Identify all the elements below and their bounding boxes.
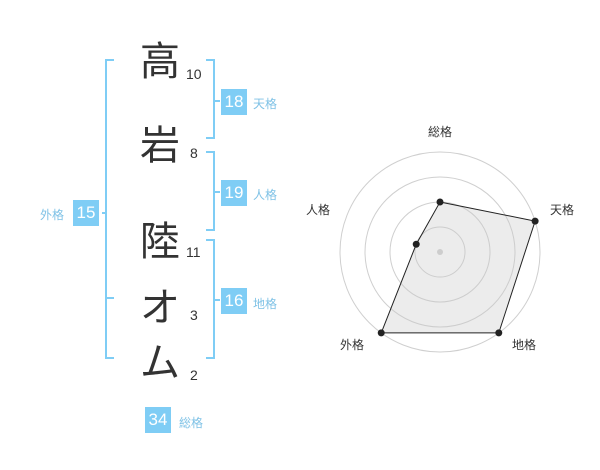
radar-grid-ring-1 bbox=[414, 226, 466, 278]
radar-point-0 bbox=[436, 198, 444, 206]
name-char-3-strokes: 11 bbox=[186, 244, 201, 260]
radar-point-2 bbox=[495, 329, 503, 337]
gaikaku-value-badge: 15 bbox=[73, 200, 99, 226]
radar-point-4 bbox=[412, 240, 420, 248]
chikaku-value-badge: 16 bbox=[221, 288, 247, 314]
radar-axis-label-chikaku: 地格 bbox=[511, 338, 536, 352]
name-char-4: オ bbox=[140, 285, 180, 331]
tenkaku-label: 天格 bbox=[253, 97, 278, 111]
radar-grid-ring-3 bbox=[364, 176, 516, 328]
radar-axis-label-gaikaku: 外格 bbox=[339, 338, 364, 352]
jinkaku-value-badge: 19 bbox=[221, 180, 247, 206]
gaikaku-label: 外格 bbox=[40, 208, 65, 222]
radar-point-1 bbox=[531, 217, 539, 225]
soukaku-label: 総格 bbox=[179, 416, 204, 430]
name-char-4-strokes: 3 bbox=[190, 307, 198, 323]
radar-value-polygon bbox=[380, 201, 536, 334]
radar-grid-ring-4 bbox=[339, 151, 541, 353]
name-char-5-strokes: 2 bbox=[190, 367, 198, 383]
jinkaku-label: 人格 bbox=[253, 188, 278, 202]
tenkaku-value-badge: 18 bbox=[221, 89, 247, 115]
gaikaku-bracket bbox=[105, 59, 114, 359]
name-char-2-strokes: 8 bbox=[190, 145, 198, 161]
soukaku-value-badge: 34 bbox=[145, 407, 171, 433]
name-char-1: 高 bbox=[140, 39, 180, 85]
chikaku-label: 地格 bbox=[253, 297, 278, 311]
radar-axis-label-tenkaku: 天格 bbox=[549, 203, 574, 217]
name-char-5: ム bbox=[140, 340, 180, 386]
radar-axis-label-jinkaku: 人格 bbox=[305, 203, 330, 217]
name-char-1-strokes: 10 bbox=[186, 66, 202, 82]
name-char-2: 岩 bbox=[140, 123, 180, 169]
radar-point-3 bbox=[377, 329, 385, 337]
radar-center-dot bbox=[437, 249, 443, 255]
radar-axis-label-soukaku: 総格 bbox=[427, 125, 452, 139]
name-char-3: 陸 bbox=[140, 219, 180, 265]
tenkaku-bracket bbox=[206, 59, 215, 139]
